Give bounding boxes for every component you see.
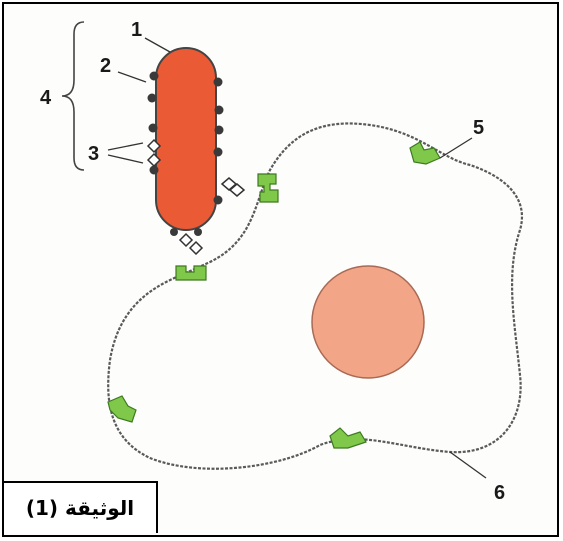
brace-4	[62, 22, 84, 170]
receptor	[330, 428, 366, 448]
label-4: 4	[40, 87, 52, 109]
label-3: 3	[88, 143, 99, 165]
label-2: 2	[100, 55, 111, 77]
nucleus	[312, 266, 424, 378]
receptor	[410, 142, 440, 164]
label-1: 1	[131, 19, 142, 41]
label-6: 6	[494, 482, 505, 504]
caption-text: الوثيقة (1)	[26, 496, 134, 520]
receptor	[258, 174, 278, 202]
receptor	[176, 266, 206, 280]
document-caption: الوثيقة (1)	[4, 481, 158, 533]
bacterium-body	[156, 48, 216, 230]
label-5: 5	[473, 117, 484, 139]
